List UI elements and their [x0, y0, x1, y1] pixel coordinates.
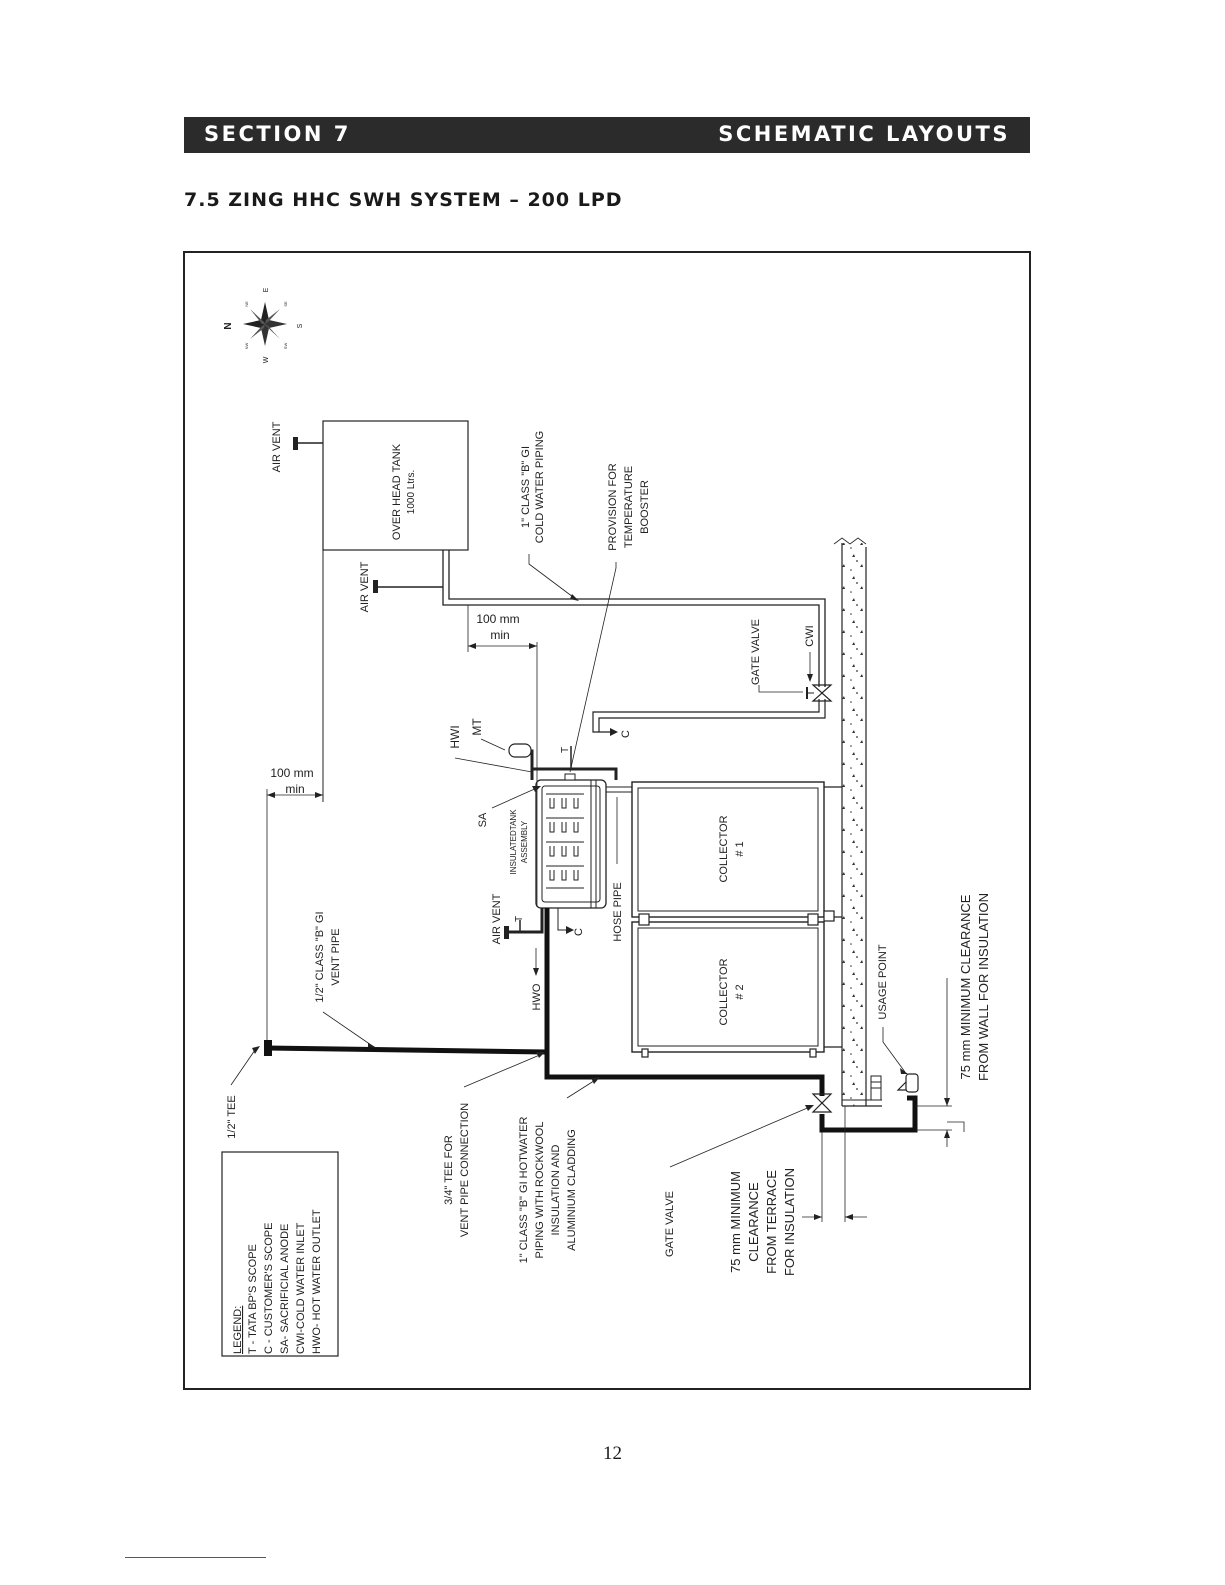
section-label: SECTION 7 [204, 122, 351, 146]
tee-vent-label-2: VENT PIPE CONNECTION [459, 1103, 471, 1237]
tank-assembly-label-2: ASSEMBLY [520, 820, 529, 863]
upper-clearance-value: 100 mm [476, 612, 519, 626]
vent-pipe [266, 1045, 548, 1055]
collector-2-label: COLLECTOR [718, 958, 730, 1025]
cold-water-piping-label-2: COLD WATER PIPING [534, 431, 546, 543]
hwo-label: HWO [531, 983, 543, 1010]
c-label-lower: C [573, 928, 585, 936]
collector-1-number: # 1 [734, 841, 746, 856]
left-clearance-min: min [285, 782, 304, 796]
vent-pipe-label-2: VENT PIPE [330, 928, 342, 985]
section-header-bar: SECTION 7 SCHEMATIC LAYOUTS [184, 117, 1030, 153]
half-tee-label: 1/2" TEE [226, 1095, 238, 1138]
tank-heat-exchanger-tubes [546, 793, 584, 889]
lower-gate-valve [811, 1093, 833, 1104]
t-label-upper: T [560, 747, 571, 753]
cwi-label: CWI [804, 625, 816, 646]
lower-air-vent-label: AIR VENT [491, 893, 503, 944]
booster-label-1: PROVISION FOR [607, 463, 619, 550]
vent-pipe-label-1: 1/2" CLASS "B" GI [314, 911, 326, 1002]
footnote-rule [125, 1557, 266, 1558]
section-title: SCHEMATIC LAYOUTS [718, 122, 1010, 146]
terrace-clearance-label-1: 75 mm MINIMUM [728, 1171, 743, 1273]
c-label-upper: C [620, 730, 632, 738]
legend-item-c: C - CUSTOMER'S SCOPE [263, 1223, 275, 1354]
page-number: 12 [603, 1443, 622, 1464]
hwi-label: HWI [448, 725, 462, 748]
legend-title: LEGEND: [232, 1306, 244, 1354]
tank-air-vent-cap [293, 437, 298, 450]
legend-box [221, 1151, 339, 1357]
mt-fitting [508, 743, 532, 758]
compass-sw: SW [283, 343, 288, 350]
upper-gate-valve [811, 684, 833, 694]
wall-clearance-label-1: 75 mm MINIMUM CLEARANCE [958, 894, 973, 1079]
legend-item-cwi: CWI-COLD WATER INLET [295, 1222, 307, 1354]
legend-item-t: T - TATA BP'S SCOPE [247, 1244, 259, 1354]
t-label-lower: T [514, 916, 525, 922]
second-air-vent-cap [373, 580, 378, 593]
compass-ne: NE [244, 301, 249, 307]
schematic-figure: N E S W NE SE SW NW OVER HEAD TANK 1000 … [183, 251, 1031, 1390]
schematic-diagram: N E S W NE SE SW NW OVER HEAD TANK 1000 … [221, 287, 991, 1357]
half-tee [264, 1040, 272, 1056]
booster-label-2: TEMPERATURE [623, 466, 635, 548]
sa-label: SA [477, 812, 489, 827]
usage-point-tap [870, 1073, 919, 1101]
mt-label: MT [470, 718, 484, 736]
compass-rose: N E S W NE SE SW NW [223, 287, 304, 363]
wall-clearance-label-2: FROM WALL FOR INSULATION [976, 893, 991, 1081]
legend-item-sa: SA- SACRIFICIAL ANODE [279, 1224, 291, 1354]
compass-e: E [263, 287, 270, 292]
overhead-tank-label: OVER HEAD TANK [391, 443, 403, 540]
terrace-clearance-label-3: FROM TERRACE [764, 1170, 779, 1274]
usage-point-label: USAGE POINT [877, 944, 889, 1019]
upper-clearance-min: min [490, 628, 509, 642]
hot-water-piping-label-2: PIPING WITH ROCKWOOL [534, 1122, 546, 1259]
overhead-tank [322, 420, 469, 551]
compass-s: S [297, 323, 304, 328]
hose-pipe-label: HOSE PIPE [612, 882, 624, 941]
legend-item-hwo: HWO- HOT WATER OUTLET [311, 1209, 323, 1354]
terrace-clearance-label-4: FOR INSULATION [782, 1168, 797, 1276]
tank-air-vent-label: AIR VENT [271, 421, 283, 472]
hot-water-piping-label-3: INSULATION AND [550, 1145, 562, 1236]
tank-assembly-label-1: INSULATEDTANK [509, 809, 518, 875]
hot-water-piping-label-4: ALUMINIUM CLADDING [566, 1129, 578, 1251]
compass-se: SE [283, 301, 288, 307]
cold-water-piping-label-1: 1" CLASS "B" GI [520, 446, 532, 528]
second-air-vent-label: AIR VENT [359, 561, 371, 612]
temperature-booster-port [564, 773, 576, 781]
terrace-clearance-label-2: CLEARANCE [746, 1182, 761, 1262]
overhead-tank-capacity: 1000 Ltrs. [406, 470, 417, 514]
left-clearance-value: 100 mm [270, 766, 313, 780]
compass-w: W [263, 356, 270, 363]
hot-water-piping-label-1: 1" CLASS "B" GI HOTWATER [518, 1117, 530, 1264]
lower-air-vent-cap [504, 926, 509, 939]
wall [842, 543, 866, 1106]
collector-2 [631, 921, 825, 1053]
lower-gate-valve-label: GATE VALVE [664, 1191, 676, 1257]
upper-gate-valve-label: GATE VALVE [750, 619, 762, 685]
tee-vent-label-1: 3/4" TEE FOR [443, 1135, 455, 1205]
collector-2-number: # 2 [734, 984, 746, 999]
compass-n: N [223, 322, 234, 329]
collector-1 [631, 781, 825, 918]
compass-nw: NW [244, 342, 249, 349]
booster-label-3: BOOSTER [639, 480, 651, 534]
hot-water-pipe [544, 908, 825, 1096]
collector-1-label: COLLECTOR [718, 815, 730, 882]
page-subtitle: 7.5 ZING HHC SWH SYSTEM – 200 LPD [184, 189, 623, 211]
